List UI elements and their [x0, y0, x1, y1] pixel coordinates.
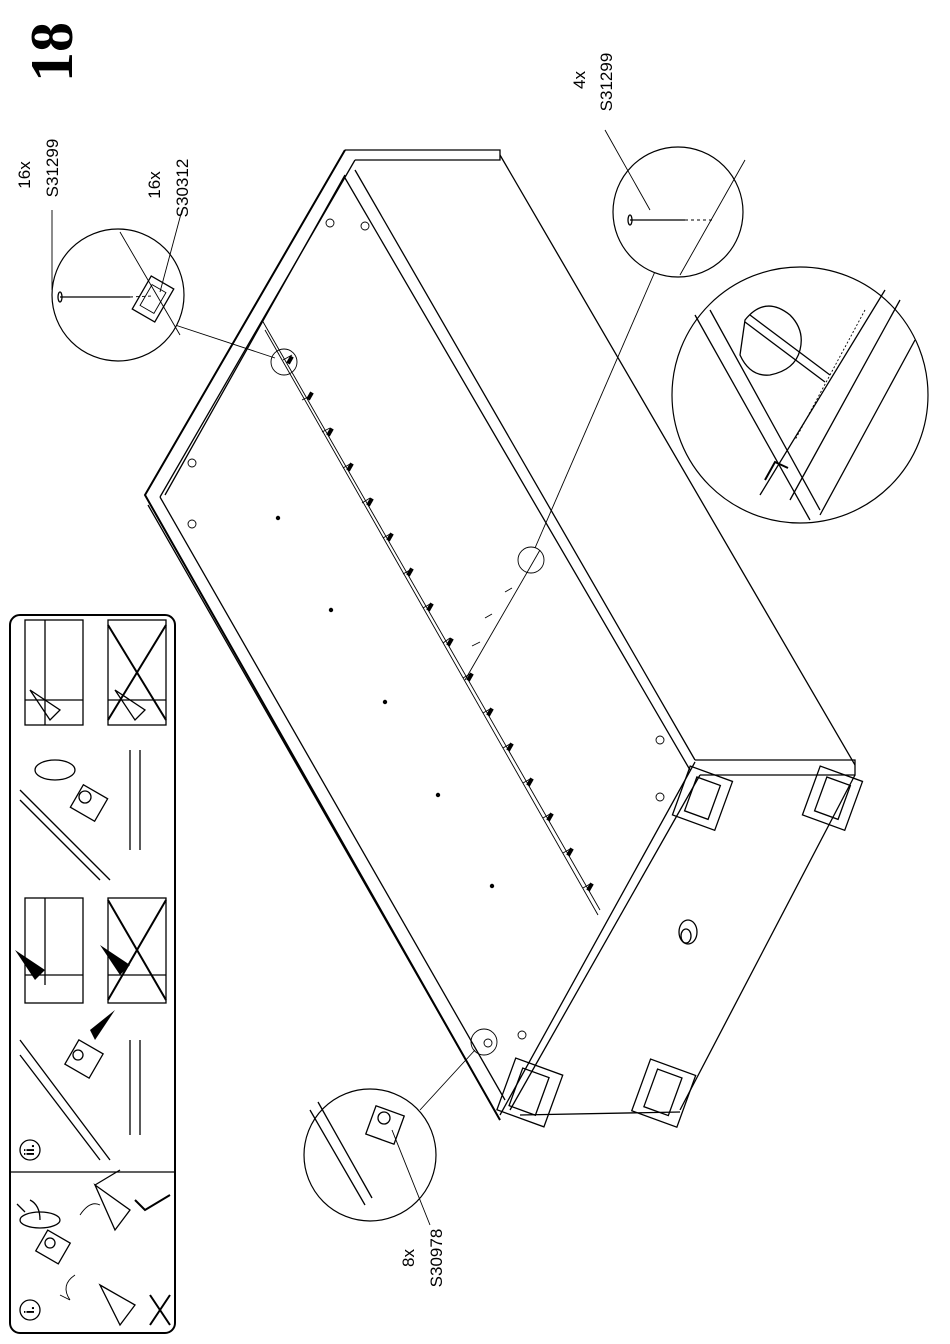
- detail-cam-lock: [304, 1050, 475, 1225]
- shelf-holes: [276, 516, 494, 888]
- label-step-ii: ii.: [21, 1144, 37, 1156]
- detail-pencil-marking: [672, 267, 928, 523]
- callout-part-nail-left: S31299: [43, 139, 62, 198]
- cam-instruction-panel: i. ii.: [10, 615, 175, 1333]
- label-step-i: i.: [21, 1306, 37, 1314]
- callout-part-cam-bottom: S30978: [427, 1229, 446, 1288]
- clip-row: [286, 356, 593, 892]
- callout-part-clip-left: S30312: [173, 159, 192, 218]
- knob: [679, 920, 697, 944]
- step-number: 18: [19, 22, 85, 82]
- detail-nail-clip: [52, 210, 275, 361]
- cam-locks: [188, 219, 664, 1047]
- callout-qty-cam-bottom: 8x: [399, 1249, 418, 1267]
- callout-part-nail-right: S31299: [597, 53, 616, 112]
- callout-qty-nail-left: 16x: [15, 161, 34, 189]
- hinges: [497, 766, 863, 1127]
- callout-qty-nail-right: 4x: [570, 71, 589, 89]
- callout-qty-clip-left: 16x: [145, 171, 164, 199]
